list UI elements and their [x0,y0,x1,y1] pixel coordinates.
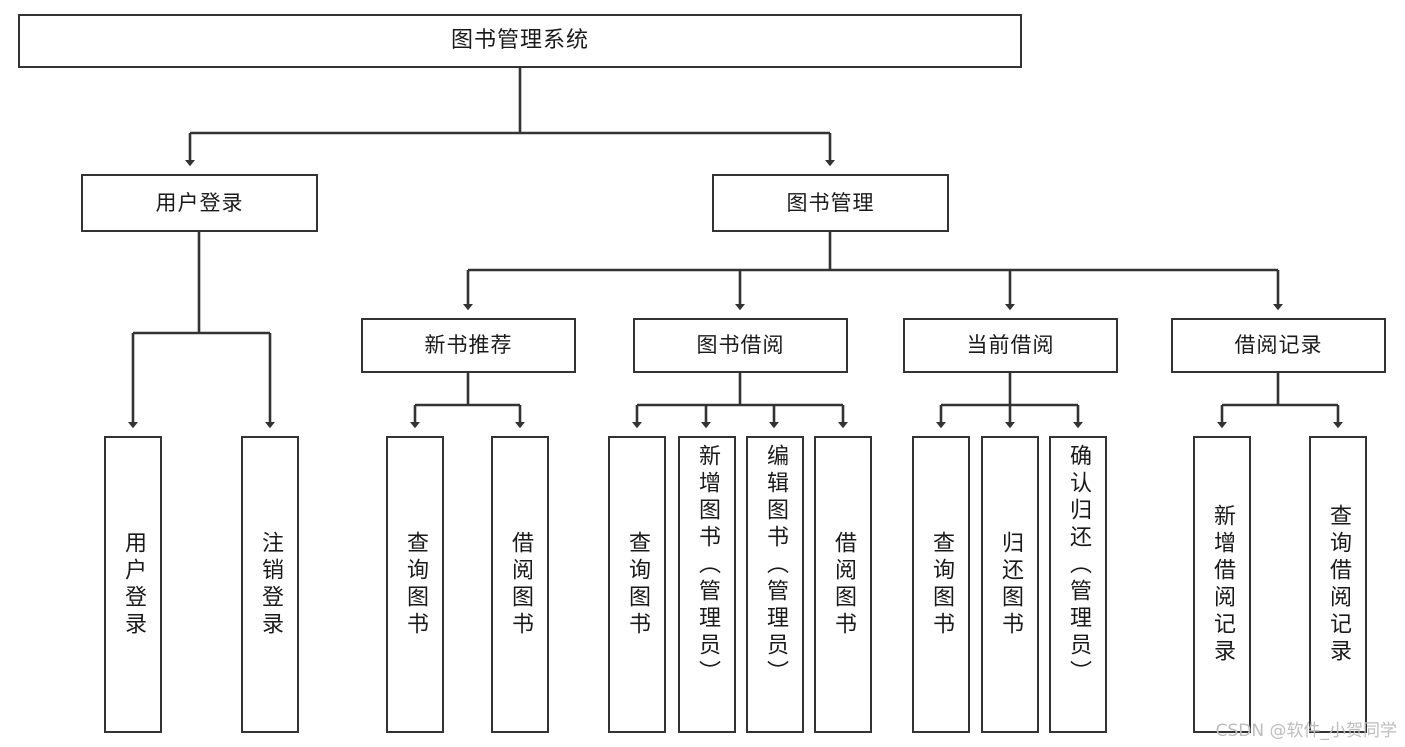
node-label: 注销登录 [258,530,283,639]
leaf-borrow-book-recommend[interactable]: 借阅图书 [491,436,549,733]
leaf-query-book-borrow[interactable]: 查询图书 [608,436,666,733]
node-label: 查询图书 [929,530,954,639]
node-root-system[interactable]: 图书管理系统 [18,14,1022,68]
leaf-confirm-return[interactable]: 确认归还（管理员） [1049,436,1107,733]
node-label: 查询借阅记录 [1326,503,1351,666]
node-label: 新增借阅记录 [1210,503,1235,666]
leaf-query-book-recommend[interactable]: 查询图书 [386,436,444,733]
node-book-management[interactable]: 图书管理 [712,174,949,232]
node-label: 查询图书 [403,530,428,639]
node-label: 确认归还（管理员） [1066,444,1091,687]
node-label: 图书管理 [786,190,875,215]
leaf-return-book[interactable]: 归还图书 [981,436,1039,733]
node-label: 新增图书（管理员） [695,444,720,687]
node-label: 编辑图书（管理员） [763,444,788,687]
node-label: 新书推荐 [424,333,513,358]
node-label: 图书管理系统 [450,28,589,54]
node-borrow-record[interactable]: 借阅记录 [1171,318,1386,373]
node-label: 用户登录 [155,190,244,215]
node-book-borrow[interactable]: 图书借阅 [633,318,848,373]
csdn-watermark: CSDN @软件_小贺同学 [1215,721,1397,741]
leaf-add-book[interactable]: 新增图书（管理员） [678,436,736,733]
node-current-borrow[interactable]: 当前借阅 [903,318,1118,373]
leaf-query-book-current[interactable]: 查询图书 [912,436,970,733]
node-label: 借阅记录 [1234,333,1323,358]
leaf-user-login[interactable]: 用户登录 [104,436,162,733]
node-label: 用户登录 [121,530,146,639]
leaf-borrow-book[interactable]: 借阅图书 [814,436,872,733]
leaf-edit-book[interactable]: 编辑图书（管理员） [746,436,804,733]
node-label: 图书借阅 [696,333,785,358]
node-label: 借阅图书 [831,530,856,639]
node-new-book-recommend[interactable]: 新书推荐 [361,318,576,373]
node-user-login[interactable]: 用户登录 [81,174,318,232]
node-label: 查询图书 [625,530,650,639]
leaf-user-logout[interactable]: 注销登录 [241,436,299,733]
node-label: 归还图书 [998,530,1023,639]
node-label: 当前借阅 [966,333,1055,358]
node-label: 借阅图书 [508,530,533,639]
leaf-add-borrow-record[interactable]: 新增借阅记录 [1193,436,1251,733]
leaf-query-borrow-record[interactable]: 查询借阅记录 [1309,436,1367,733]
